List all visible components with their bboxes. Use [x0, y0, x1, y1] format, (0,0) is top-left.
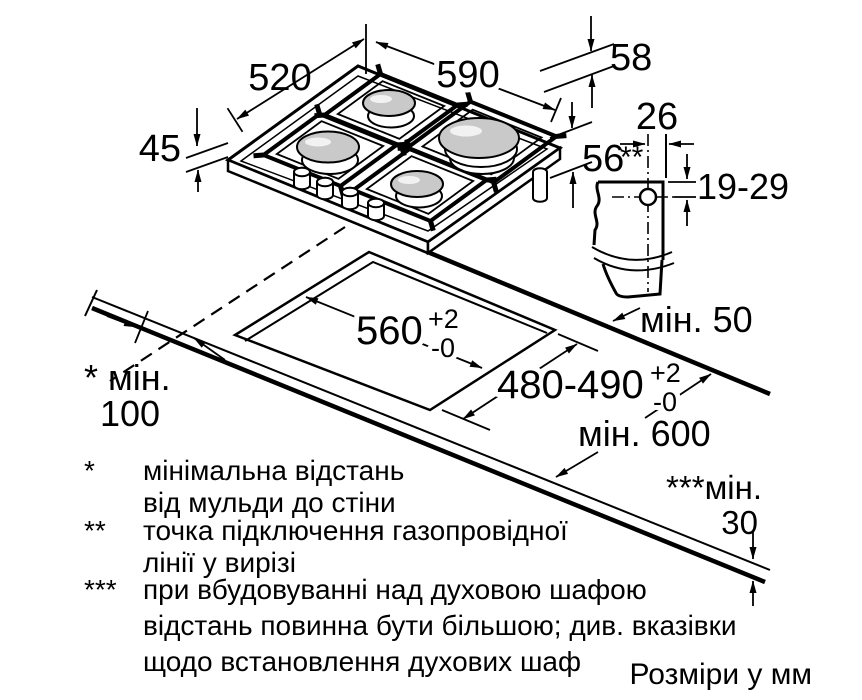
footnote-1-line2: від мульди до стіни — [143, 487, 396, 518]
dim-min600 — [555, 373, 712, 478]
dim-590 — [375, 41, 562, 123]
clearance-depth-label: мін. 600 — [578, 413, 711, 454]
hob-side-band-right — [426, 145, 562, 256]
control-knob-4 — [367, 197, 385, 222]
footnote-3-marker: *** — [84, 574, 117, 605]
dim-45 — [185, 108, 229, 192]
footnote-2-marker: ** — [84, 515, 106, 546]
footnote-3-line2: відстань повинна бути більшою; див. вказ… — [143, 610, 737, 641]
burner-left — [296, 130, 360, 175]
dim-body-depth-label: 56 — [582, 138, 624, 180]
hob-leg — [532, 167, 548, 203]
svg-text:30: 30 — [721, 504, 758, 541]
dim-depth-label: 520 — [248, 57, 311, 99]
hob-perspective-view — [224, 63, 567, 256]
dim-width-label: 590 — [436, 54, 499, 96]
footnote-1-marker: * — [84, 455, 95, 486]
svg-text:-0: -0 — [431, 333, 455, 363]
dim-rim-height-label: 45 — [139, 128, 181, 170]
side-profile-detail — [591, 134, 676, 299]
burner-right-wok — [438, 117, 520, 175]
footnote-3-line3: щодо встановлення духових шаф — [143, 646, 581, 677]
gas-marker-label: ** — [620, 141, 644, 174]
svg-text:* мін.: * мін. — [84, 357, 171, 398]
clearance-wall-label: мін. 50 — [640, 299, 753, 340]
control-knob-3 — [341, 186, 359, 211]
break-line — [591, 246, 675, 272]
svg-text:-0: -0 — [653, 387, 677, 417]
control-knob-1 — [293, 166, 311, 191]
control-knob-2 — [316, 176, 334, 201]
dim-58 — [539, 16, 615, 108]
footnote-3-line1: при вбудовуванні над духовою шафою — [143, 574, 647, 605]
projection-dashed-line — [109, 226, 346, 382]
svg-text:480-490: 480-490 — [497, 363, 644, 407]
clearance-oven-label: ***мін. 30 — [666, 469, 762, 541]
gas-connection-point — [638, 187, 658, 207]
burner-front — [390, 170, 444, 209]
svg-text:***мін.: ***мін. — [666, 469, 762, 506]
dim-height-label: 58 — [610, 37, 652, 79]
gas-offset-label: 26 — [636, 96, 678, 138]
units-note: Розміри у мм — [630, 658, 812, 691]
cutout-outline — [232, 250, 558, 412]
footnote-1-line1: мінімальна відстань — [143, 455, 404, 486]
dim-560-line — [305, 296, 483, 369]
worktop-edge-end-tick — [84, 289, 98, 317]
footnotes: * мінімальна відстань від мульди до стін… — [84, 455, 737, 677]
gas-range-label: 19-29 — [697, 166, 789, 207]
dim-19-29 — [668, 154, 696, 226]
footnote-2-line2: лінії у вирізі — [143, 547, 296, 578]
dim-56 — [549, 102, 593, 208]
burner-back — [362, 89, 416, 129]
svg-text:+2: +2 — [650, 358, 681, 388]
footnote-2-line1: точка підключення газопровідної — [143, 515, 568, 546]
dim-min100 — [106, 310, 226, 361]
svg-text:+2: +2 — [428, 304, 459, 334]
dim-480-490 — [441, 333, 599, 431]
cutout-depth-label: 480-490 +2 -0 — [492, 353, 686, 422]
cutout-width-label: 560 +2 -0 — [351, 299, 464, 368]
dim-min50-arrow — [612, 307, 641, 322]
svg-text:100: 100 — [100, 393, 160, 434]
dim-520 — [226, 24, 367, 133]
svg-text:560: 560 — [356, 309, 423, 353]
clearance-side-label: * мін. 100 — [84, 357, 171, 434]
